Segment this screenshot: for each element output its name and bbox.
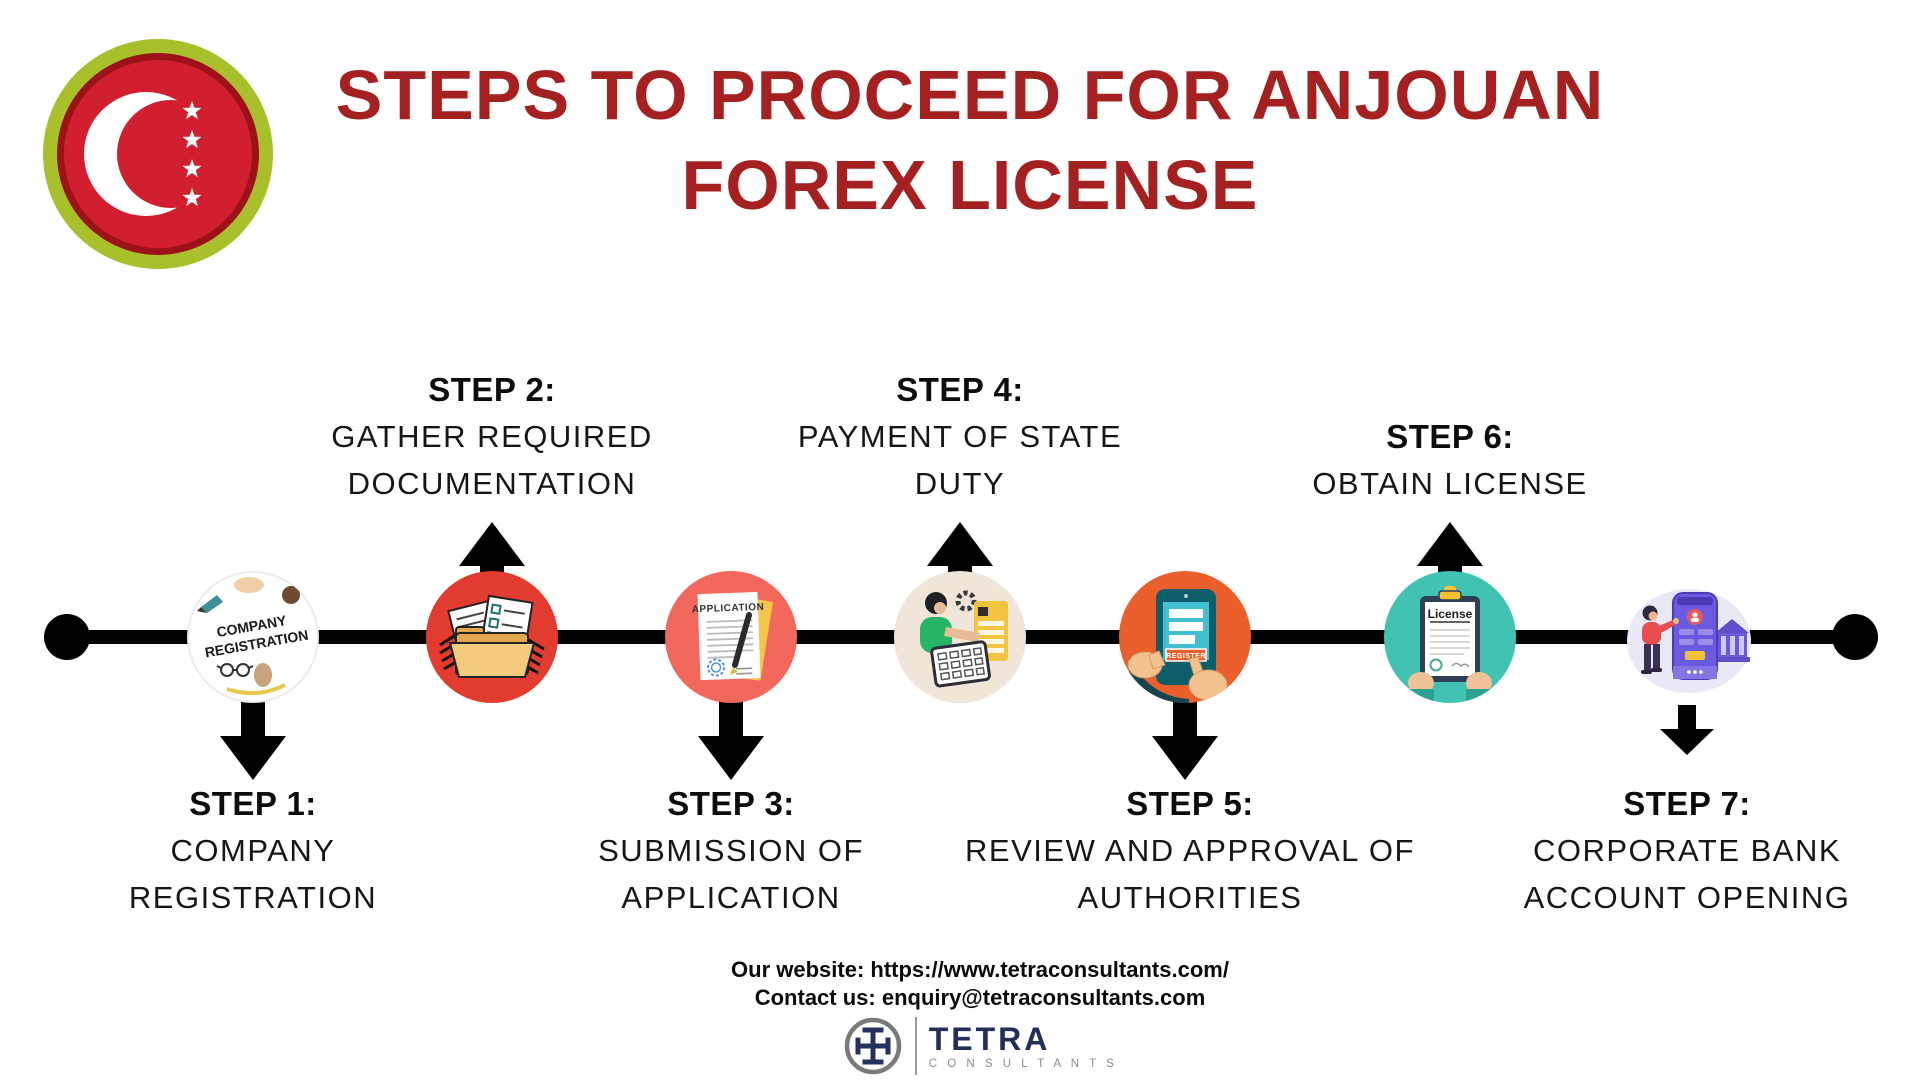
- step-1-label: STEP 1: COMPANY REGISTRATION: [0, 780, 513, 921]
- step-6-label: STEP 6: OBTAIN LICENSE: [1190, 413, 1710, 507]
- step-2-desc-line2: DOCUMENTATION: [347, 466, 637, 501]
- timeline-end-dot: [1832, 614, 1878, 660]
- step-3-desc-line1: SUBMISSION OF: [598, 833, 864, 868]
- timeline-start-dot: [44, 614, 90, 660]
- documents-folder-icon: [426, 571, 558, 703]
- footer-contact: Our website: https://www.tetraconsultant…: [0, 956, 1920, 1012]
- step-4-heading: STEP 4:: [896, 371, 1024, 408]
- tetra-consultants-logo-icon: [844, 1017, 901, 1075]
- step-5-desc-line2: AUTHORITIES: [1077, 880, 1303, 915]
- step6-icon-title: License: [1428, 607, 1473, 621]
- step-2-desc-line1: GATHER REQUIRED: [331, 419, 653, 454]
- brand-subtitle: C O N S U L T A N T S: [928, 1058, 1118, 1070]
- application-form-icon: APPLICATION: [665, 571, 797, 703]
- page-title-line2: FOREX LICENSE: [681, 146, 1259, 224]
- step-5-label: STEP 5: REVIEW AND APPROVAL OF AUTHORITI…: [930, 780, 1450, 921]
- step-2-heading: STEP 2:: [428, 371, 556, 408]
- arrow-down-icon: [1152, 692, 1218, 780]
- step-6-heading: STEP 6:: [1386, 418, 1514, 455]
- step5-icon-button-label: REGISTER: [1166, 653, 1206, 660]
- anjouan-flag-icon: [43, 39, 273, 269]
- step-4-desc-line1: PAYMENT OF STATE: [797, 419, 1123, 454]
- flag-stars: [182, 101, 202, 207]
- step-3-label: STEP 3: SUBMISSION OF APPLICATION: [471, 780, 991, 921]
- state-duty-payment-icon: [894, 571, 1026, 703]
- step-3-desc-line2: APPLICATION: [621, 880, 841, 915]
- step-7-heading: STEP 7:: [1623, 785, 1751, 822]
- arrow-down-icon: [220, 692, 286, 780]
- step-4-desc-line2: DUTY: [914, 466, 1006, 501]
- step-7-desc-line2: ACCOUNT OPENING: [1523, 880, 1851, 915]
- arrow-down-icon: [698, 692, 764, 780]
- brand-divider: [914, 1017, 917, 1075]
- register-tablet-icon: REGISTER: [1119, 571, 1251, 703]
- step-1-heading: STEP 1:: [189, 785, 317, 822]
- brand-name: TETRA: [928, 1021, 1051, 1057]
- bank-account-opening-icon: [1627, 589, 1751, 693]
- step-3-heading: STEP 3:: [667, 785, 795, 822]
- step-6-desc-line1: OBTAIN LICENSE: [1312, 466, 1588, 501]
- footer-email: Contact us: enquiry@tetraconsultants.com: [754, 985, 1206, 1010]
- brand-text: TETRA C O N S U L T A N T S: [929, 1022, 1118, 1070]
- step-5-desc-line1: REVIEW AND APPROVAL OF: [965, 833, 1415, 868]
- step3-icon-title: APPLICATION: [692, 602, 765, 616]
- page-title-line1: STEPS TO PROCEED FOR ANJOUAN: [335, 56, 1605, 134]
- step-5-heading: STEP 5:: [1126, 785, 1254, 822]
- footer-website: Our website: https://www.tetraconsultant…: [731, 957, 1229, 982]
- arrow-down-icon: [1660, 705, 1714, 755]
- step-7-label: STEP 7: CORPORATE BANK ACCOUNT OPENING: [1427, 780, 1920, 921]
- company-registration-icon: COMPANY REGISTRATION: [187, 571, 319, 703]
- brand-logo: TETRA C O N S U L T A N T S: [0, 1016, 1920, 1076]
- step-7-desc-line1: CORPORATE BANK: [1532, 833, 1842, 868]
- step-1-desc-line2: REGISTRATION: [128, 880, 378, 915]
- license-clipboard-icon: License: [1384, 571, 1516, 703]
- step-4-label: STEP 4: PAYMENT OF STATE DUTY: [700, 366, 1220, 507]
- step-2-label: STEP 2: GATHER REQUIRED DOCUMENTATION: [232, 366, 752, 507]
- page-title: STEPS TO PROCEED FOR ANJOUAN FOREX LICEN…: [180, 50, 1760, 230]
- step-1-desc-line1: COMPANY: [170, 833, 336, 868]
